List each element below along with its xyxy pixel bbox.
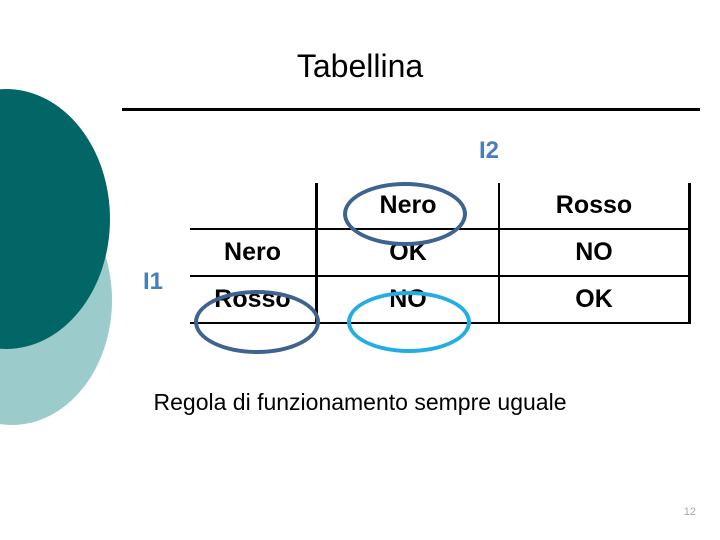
cell-rosso-rosso: OK xyxy=(498,275,691,324)
column-header-nero: Nero xyxy=(315,183,500,229)
table-row: Nero OK NO xyxy=(190,228,691,276)
truth-table: Nero Rosso Nero OK NO Rosso NO OK xyxy=(190,183,691,324)
column-header-rosso: Rosso xyxy=(498,183,691,229)
page-number: 12 xyxy=(683,506,696,518)
row-header-nero: Nero xyxy=(190,228,317,276)
cell-nero-nero: OK xyxy=(315,228,500,276)
cell-nero-rosso: NO xyxy=(498,228,691,276)
table-header-row: Nero Rosso xyxy=(190,183,691,229)
table-corner-cell xyxy=(190,183,317,229)
truth-table-wrapper: Nero Rosso Nero OK NO Rosso NO OK xyxy=(190,183,691,324)
table-row: Rosso NO OK xyxy=(190,275,691,324)
slide-caption: Regola di funzionamento sempre uguale xyxy=(153,389,567,415)
row-header-rosso: Rosso xyxy=(190,275,317,324)
column-axis-label: I2 xyxy=(479,137,500,164)
title-divider-rule xyxy=(122,108,700,111)
slide-title: Tabellina xyxy=(296,48,424,84)
row-axis-label: I1 xyxy=(143,268,164,295)
cell-rosso-nero: NO xyxy=(315,275,500,324)
